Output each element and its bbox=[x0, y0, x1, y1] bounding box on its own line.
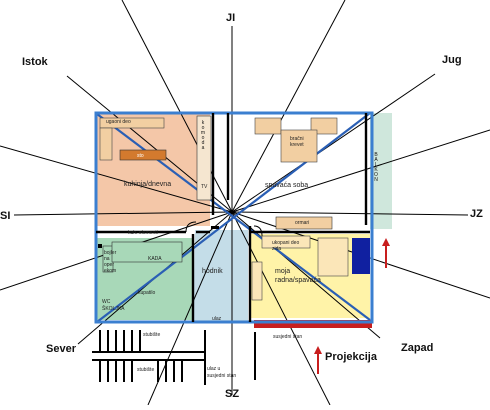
label-stubiste-1: stubište bbox=[143, 332, 161, 338]
ugaoni-deo-side bbox=[99, 127, 113, 161]
desk-top bbox=[261, 235, 311, 249]
label-sto: sto bbox=[137, 153, 144, 159]
label-zid-2: zida bbox=[272, 246, 282, 252]
balkon-door-dark bbox=[352, 238, 370, 274]
label-ulaz-u-stan-2: susjedni stan bbox=[207, 373, 237, 379]
door-arcs bbox=[185, 221, 263, 237]
sto-table bbox=[119, 149, 167, 161]
ormari-unit bbox=[275, 216, 333, 230]
label-tv: TV bbox=[201, 184, 208, 190]
label-stubiste-2: stubište bbox=[137, 367, 155, 373]
desk-side bbox=[251, 261, 263, 301]
label-sz: SZ bbox=[225, 388, 240, 400]
label-kuhinja: kuhinja/dnevna bbox=[124, 181, 172, 188]
label-moja: moja bbox=[275, 268, 291, 275]
label-radna-spavaca: radna/spavaća bbox=[275, 277, 321, 284]
desk-right bbox=[317, 237, 349, 277]
label-zapad: Zapad bbox=[401, 342, 434, 354]
label-hodnik: hodnik bbox=[202, 268, 223, 275]
bracni-krevet bbox=[280, 129, 318, 163]
label-zid-1: ukopani deo bbox=[272, 240, 300, 246]
kada-bathtub bbox=[111, 241, 183, 263]
bed-pillow-right bbox=[310, 117, 338, 135]
inner-walls bbox=[96, 113, 370, 322]
label-wc: WC bbox=[102, 299, 111, 305]
radiator bbox=[254, 320, 372, 328]
label-si: SI bbox=[0, 210, 11, 222]
komoda-unit bbox=[196, 115, 212, 201]
label-ormari: ormari bbox=[295, 220, 310, 226]
stubiste-stairs bbox=[92, 330, 256, 385]
label-spavaca-soba: spavaća soba bbox=[265, 182, 309, 189]
label-bojler-2: na bbox=[104, 256, 110, 262]
label-krevet: krevet bbox=[290, 142, 304, 148]
label-kupatilo: kupatilo bbox=[138, 290, 156, 296]
label-bojler-1: bojler bbox=[104, 250, 117, 256]
label-ulaz-u-stan-1: ulaz u bbox=[207, 366, 221, 372]
red-arrow-projekcija bbox=[314, 346, 322, 374]
label-kuh-elementi: kuh. elementi bbox=[128, 230, 158, 236]
label-jz: JZ bbox=[470, 208, 483, 220]
label-istok: Istok bbox=[22, 56, 48, 68]
label-bojler-4: ekom bbox=[104, 268, 117, 274]
label-projekcija: Projekcija bbox=[325, 351, 377, 363]
balkon-area bbox=[370, 113, 392, 229]
red-arrow-balkon bbox=[382, 238, 390, 268]
hodnik-area bbox=[193, 230, 248, 322]
label-komoda: komoda bbox=[200, 120, 206, 150]
label-skoljka: ŠKOLJKA bbox=[102, 306, 125, 312]
label-sever: Sever bbox=[46, 343, 76, 355]
label-ugaoni-deo: ugaoni deo bbox=[106, 119, 131, 125]
ugaoni-deo-sofa bbox=[99, 117, 165, 129]
label-jug: Jug bbox=[442, 54, 462, 66]
kuhinja-room bbox=[96, 114, 210, 226]
outer-walls bbox=[94, 111, 374, 324]
label-balkon: BALKON bbox=[373, 152, 379, 182]
corner-mark bbox=[98, 244, 102, 248]
bed-pillow-left bbox=[254, 117, 282, 135]
door-mark bbox=[211, 226, 219, 229]
label-ulaz: ulaz bbox=[212, 316, 222, 322]
label-ji: JI bbox=[226, 12, 236, 24]
label-bracni: bračni bbox=[290, 136, 304, 142]
label-susjedni-stan: susjedni stan bbox=[273, 334, 303, 340]
house-diagonals bbox=[96, 112, 371, 323]
label-kada: KADA bbox=[148, 256, 162, 262]
spavaca-soba-room bbox=[230, 114, 366, 216]
label-bojler-3: oper bbox=[104, 262, 115, 268]
